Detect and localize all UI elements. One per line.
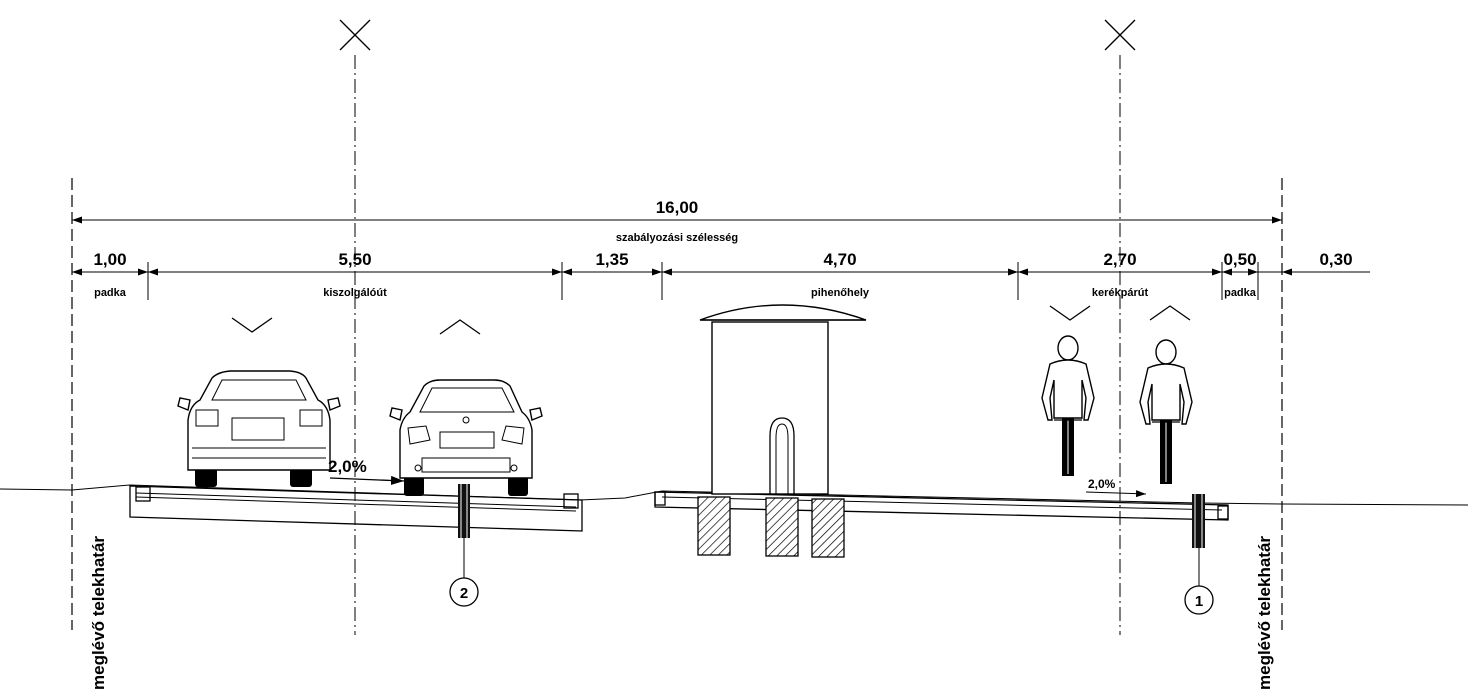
bike-marker-number: 1: [1195, 593, 1203, 610]
road-slope-text: 2,0%: [328, 457, 367, 476]
segment-value-2: 5,50: [338, 250, 371, 269]
bike-slope-indicator: 2,0%: [1085, 477, 1147, 498]
bike-pavement: [654, 491, 1229, 586]
segment-label-5: kerékpárút: [1092, 287, 1149, 299]
segment-label-1: padka: [94, 287, 127, 299]
direction-down-chevron-icon: [231, 317, 273, 333]
total-dimension: 16,00 szabályozási szélesség: [72, 198, 1282, 244]
segment-label-2: kiszolgálóút: [323, 287, 387, 299]
axis-mark-left: [339, 19, 371, 635]
cyclist-icon-right: [1139, 339, 1193, 484]
segment-value-4: 4,70: [823, 250, 856, 269]
segment-value-1: 1,00: [93, 250, 126, 269]
road-slope-indicator: 2,0%: [328, 457, 405, 486]
road-marker: 2: [449, 577, 479, 607]
car-front-icon: [389, 379, 543, 496]
direction-down-chevron-icon-bike: [1049, 305, 1091, 321]
boundary-label-left: meglévő telekhatár: [89, 536, 108, 690]
axis-mark-right: [1104, 19, 1136, 635]
segment-value-5: 2,70: [1103, 250, 1136, 269]
bike-slope-text: 2,0%: [1088, 477, 1116, 491]
road-pavement: [129, 484, 583, 578]
segment-label-4: pihenőhely: [811, 287, 870, 299]
ground-line: [0, 484, 1468, 506]
cyclist-icon-left: [1041, 335, 1095, 476]
total-label: szabályozási szélesség: [616, 232, 738, 244]
direction-up-chevron-icon: [439, 319, 481, 335]
shelter-icon: [699, 304, 867, 495]
boundary-label-right: meglévő telekhatár: [1255, 536, 1274, 690]
direction-up-chevron-icon-bike: [1149, 305, 1191, 321]
road-marker-number: 2: [460, 585, 468, 602]
total-value: 16,00: [656, 198, 699, 217]
segment-value-3: 1,35: [595, 250, 628, 269]
segment-dimension-chain: 1,00 padka 5,50 kiszolgálóút 1,35 4,70 p…: [72, 250, 1370, 300]
segment-label-6: padka: [1224, 287, 1257, 299]
bike-marker: 1: [1184, 585, 1214, 615]
car-rear-icon: [177, 370, 341, 487]
segment-value-7: 0,30: [1319, 250, 1352, 269]
segment-value-6: 0,50: [1223, 250, 1256, 269]
